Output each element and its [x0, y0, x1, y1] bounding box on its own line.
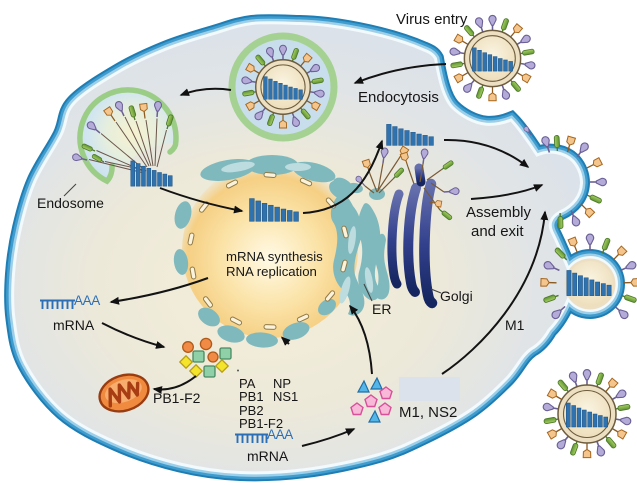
svg-text:PB1-F2: PB1-F2	[239, 416, 283, 431]
svg-text:RNA replication: RNA replication	[226, 264, 317, 279]
svg-text:Virus entry: Virus entry	[396, 11, 468, 28]
svg-text:mRNA: mRNA	[53, 317, 95, 333]
svg-text:M1, NS2: M1, NS2	[399, 404, 457, 421]
svg-text:AAA: AAA	[267, 427, 293, 442]
svg-text:mRNA synthesis: mRNA synthesis	[226, 249, 323, 264]
svg-text:ER: ER	[372, 301, 391, 317]
svg-text:Assembly: Assembly	[466, 204, 532, 221]
svg-text:NP: NP	[273, 376, 291, 391]
svg-text:Endocytosis: Endocytosis	[358, 89, 439, 106]
svg-text:PB2: PB2	[239, 403, 264, 418]
svg-text:PA: PA	[239, 376, 256, 391]
svg-text:AAA: AAA	[74, 293, 100, 308]
svg-text:Golgi: Golgi	[440, 288, 473, 304]
svg-text:PB1-F2: PB1-F2	[153, 390, 201, 406]
svg-text:and exit: and exit	[471, 223, 524, 240]
svg-text:M1: M1	[505, 317, 525, 333]
svg-text:NS1: NS1	[273, 389, 298, 404]
svg-text:mRNA: mRNA	[247, 448, 289, 464]
svg-text:PB1: PB1	[239, 389, 264, 404]
svg-text:Endosome: Endosome	[37, 195, 104, 211]
